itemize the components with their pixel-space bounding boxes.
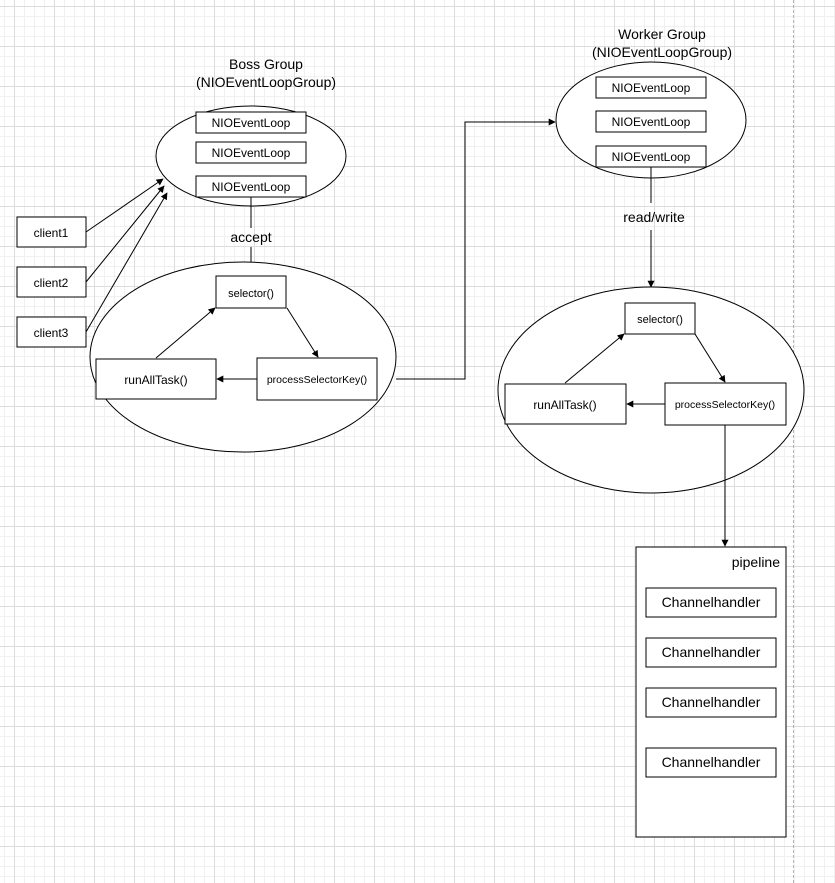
boss-selector-box[interactable]: selector() (215, 275, 287, 309)
channel-handler-label: Channelhandler (662, 694, 761, 710)
channel-handler-1[interactable]: Channelhandler (645, 587, 777, 618)
client-label: client1 (34, 226, 69, 240)
boss-arrow-run-to-selector (155, 307, 216, 359)
client2-arrow (85, 185, 165, 283)
boss-run-all-task-label: runAllTask() (124, 373, 187, 387)
pipeline-title: pipeline (732, 554, 780, 570)
boss-loop-ellipse (89, 261, 397, 453)
boss-process-key-box[interactable]: processSelectorKey() (256, 357, 378, 401)
worker-event-loop-3[interactable]: NIOEventLoop (595, 145, 707, 168)
client-box-2[interactable]: client2 (16, 266, 87, 298)
client-label: client2 (34, 276, 69, 290)
boss-arrow-selector-to-process (286, 307, 319, 358)
boss-run-all-task-box[interactable]: runAllTask() (95, 358, 217, 400)
worker-run-all-task-label: runAllTask() (533, 398, 596, 412)
channel-handler-label: Channelhandler (662, 644, 761, 660)
worker-arrow-selector-to-process (694, 333, 726, 383)
channel-handler-4[interactable]: Channelhandler (645, 747, 777, 778)
boss-process-key-label: processSelectorKey() (267, 374, 367, 386)
worker-group-subtitle: (NIOEventLoopGroup) (592, 44, 732, 60)
client-box-1[interactable]: client1 (16, 216, 87, 248)
client-label: client3 (34, 326, 69, 340)
client1-arrow (85, 178, 164, 233)
worker-selector-label: selector() (637, 314, 683, 326)
worker-event-loop-label: NIOEventLoop (612, 150, 691, 164)
worker-process-key-label: processSelectorKey() (675, 399, 775, 411)
boss-event-loop-2[interactable]: NIOEventLoop (195, 141, 307, 164)
worker-event-loop-1[interactable]: NIOEventLoop (595, 76, 707, 99)
channel-handler-3[interactable]: Channelhandler (645, 687, 777, 718)
boss-event-loop-3[interactable]: NIOEventLoop (195, 175, 307, 198)
boss-group-title: Boss Group (229, 56, 303, 72)
worker-group-title: Worker Group (618, 26, 706, 42)
channel-handler-label: Channelhandler (662, 754, 761, 770)
worker-event-loop-label: NIOEventLoop (612, 81, 691, 95)
worker-selector-box[interactable]: selector() (624, 302, 696, 335)
client3-arrow (85, 192, 168, 333)
channel-handler-label: Channelhandler (662, 594, 761, 610)
read-write-label: read/write (623, 209, 685, 225)
worker-event-loop-label: NIOEventLoop (612, 115, 691, 129)
boss-selector-label: selector() (228, 288, 274, 300)
boss-to-worker-arrow (396, 118, 556, 380)
boss-group-subtitle: (NIOEventLoopGroup) (196, 74, 336, 90)
worker-run-all-task-box[interactable]: runAllTask() (504, 383, 627, 425)
boss-event-loop-label: NIOEventLoop (212, 146, 291, 160)
client-box-3[interactable]: client3 (16, 316, 87, 348)
accept-label: accept (230, 229, 271, 245)
boss-event-loop-1[interactable]: NIOEventLoop (195, 111, 307, 134)
boss-event-loop-label: NIOEventLoop (212, 180, 291, 194)
channel-handler-2[interactable]: Channelhandler (645, 637, 777, 668)
worker-process-key-box[interactable]: processSelectorKey() (664, 382, 787, 426)
worker-loop-ellipse (497, 286, 805, 494)
page-edge-guide (793, 0, 794, 883)
boss-event-loop-label: NIOEventLoop (212, 116, 291, 130)
worker-arrow-run-to-selector (564, 333, 625, 384)
worker-event-loop-2[interactable]: NIOEventLoop (595, 110, 707, 133)
